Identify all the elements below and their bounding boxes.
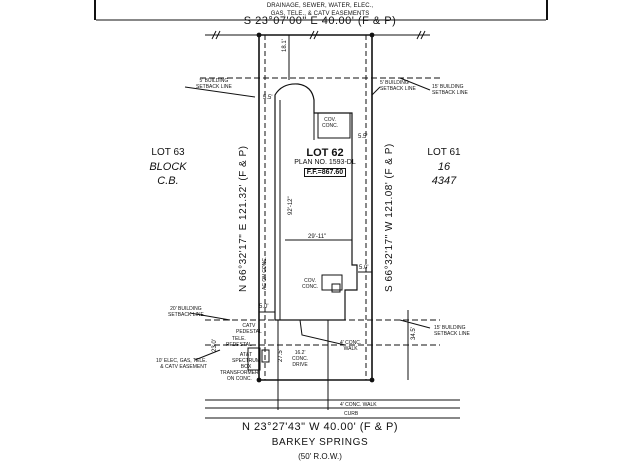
tick	[420, 30, 426, 40]
ac-pad	[331, 283, 341, 293]
setback-15-top-label: 15' BUILDING SETBACK LINE	[432, 84, 468, 96]
house-footprint	[274, 83, 358, 321]
sidewalk-label: 4' CONC. WALK	[340, 402, 377, 408]
lot-boundary	[258, 34, 373, 381]
lot-61-label: LOT 61 16 4347	[404, 146, 484, 188]
elec-easement-label: 10' ELEC, GAS, TELE. & CATV EASEMENT	[156, 358, 207, 370]
bearing-left: N 66°32'17" E 121.32' (F & P)	[238, 145, 249, 293]
att-box-label: AT&T SPECTRUM BOX	[232, 352, 261, 370]
dim-18-1: 18.1'	[282, 39, 288, 52]
dim-5-5-left: 5.5'	[263, 95, 273, 101]
leader-setback-15b	[399, 319, 431, 329]
covered-concrete-top	[317, 112, 351, 139]
tick	[313, 30, 319, 40]
tick	[416, 30, 422, 40]
dim-5-0-left: 5.0'	[259, 304, 269, 310]
dim-29-11: 29'-11"	[308, 234, 327, 240]
tick	[211, 30, 217, 40]
corner-pin	[256, 32, 262, 38]
leader-setback-left	[184, 86, 256, 98]
street-name: BARKEY SPRINGS	[271, 437, 369, 448]
transformer-box	[247, 347, 261, 371]
dim-34-5: 34.5'	[411, 327, 417, 340]
lot-62-label: LOT 62 PLAN NO. 1593-DL F.F.=867.60	[280, 147, 370, 177]
concrete-walk-label: 4' CONC. WALK	[340, 340, 362, 352]
leader-easement	[194, 349, 221, 361]
lot-63-label: LOT 63 BLOCK C.B.	[128, 146, 208, 188]
setback-15-bottom-label: 15' BUILDING SETBACK LINE	[434, 325, 470, 337]
pedestal-box	[261, 349, 270, 363]
covered-concrete-mid-label: COV. CONC.	[302, 278, 319, 290]
setback-5-left-label: 5' BUILDING SETBACK LINE	[196, 78, 232, 90]
curb-label: CURB	[344, 411, 359, 417]
finished-floor-elevation: F.F.=867.60	[303, 168, 347, 177]
dim-92-12: 92'-12"	[288, 196, 294, 215]
ac-on-concrete-label: AC ON CONC.	[262, 256, 268, 290]
lot-63-block-value: C.B.	[157, 175, 179, 187]
catv-pedestal-label: CATV PEDESTAL	[236, 323, 262, 335]
lot-61-block: 16	[437, 161, 451, 173]
frame-left-edge	[94, 0, 96, 20]
frame-right-edge	[546, 0, 548, 20]
corner-pin	[369, 377, 375, 383]
setback-5-right-label: 5' BUILDING SETBACK LINE	[380, 80, 416, 92]
leader-setback-right	[371, 86, 381, 96]
dim-23-0: 23.0'	[212, 339, 218, 352]
transformer-label: TRANSFORMER ON CONC.	[220, 370, 259, 382]
dim-5-0-right: 5.0'	[359, 265, 369, 271]
bearing-right: S 66°32'17" W 121.08' (F & P)	[384, 143, 395, 292]
dim-5-5-right: 5.5'	[358, 134, 368, 140]
right-of-way: (50' R.O.W.)	[298, 452, 342, 461]
lot-63-number: LOT 63	[151, 147, 185, 158]
corner-pin	[369, 32, 375, 38]
corner-pin	[256, 377, 262, 383]
covered-concrete-top-label: COV. CONC.	[322, 117, 339, 129]
easement-note: DRAINAGE, SEWER, WATER, ELEC., GAS, TELE…	[0, 2, 640, 18]
easement-line-2: GAS, TELE., & CATV EASEMENTS	[270, 11, 370, 17]
walk-edge	[299, 319, 346, 346]
tick	[215, 30, 221, 40]
easement-line-1: DRAINAGE, SEWER, WATER, ELEC.,	[266, 3, 374, 9]
leader-setback-15	[399, 77, 431, 91]
bearing-top: S 23°07'00" E 40.00' (F & P)	[243, 15, 397, 27]
lot-62-plan: PLAN NO. 1593-DL	[294, 159, 356, 166]
bearing-bottom: N 23°27'43" W 40.00' (F & P)	[241, 421, 399, 433]
tele-pedestal-label: TELE. PEDESTAL	[226, 336, 252, 348]
lot-63-block: BLOCK	[149, 161, 187, 173]
setback-20-label: 20' BUILDING SETBACK LINE	[168, 306, 204, 318]
tick	[309, 30, 315, 40]
leader-setback-20	[189, 312, 231, 321]
lot-61-block-value: 4347	[431, 175, 457, 187]
dim-27-5: 27.5'	[278, 349, 284, 362]
concrete-drive-label: 16.2' CONC. DRIVE	[292, 350, 309, 368]
lot-62-number: LOT 62	[306, 147, 344, 159]
lot-61-number: LOT 61	[427, 147, 461, 158]
